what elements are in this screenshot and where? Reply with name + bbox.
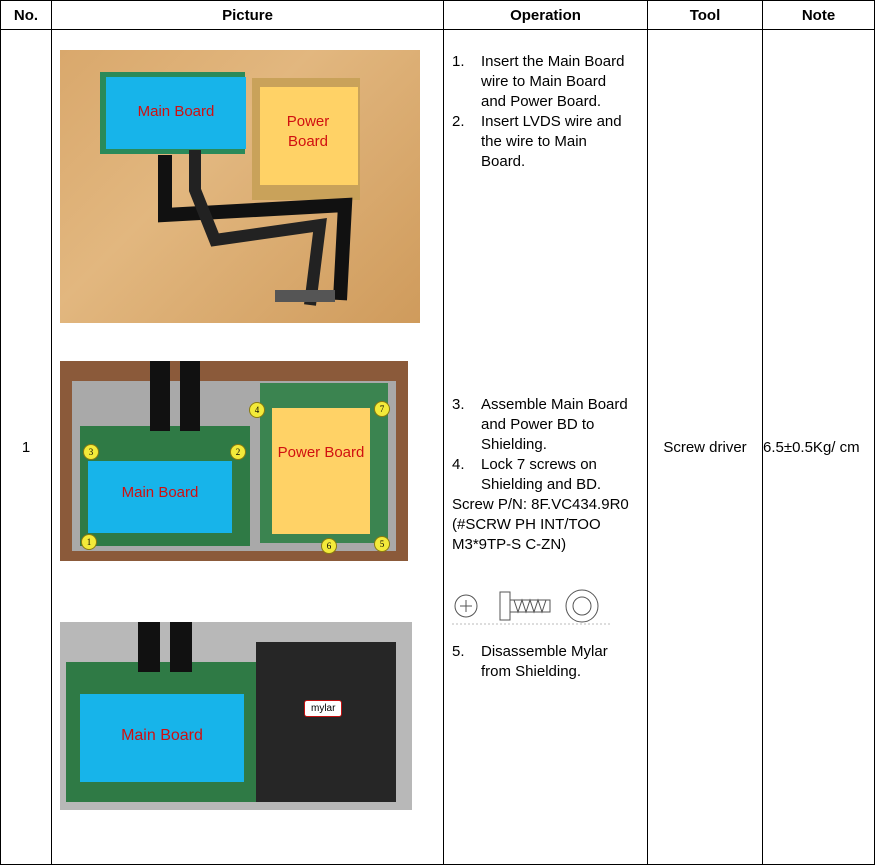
screw-marker-3: 3 — [83, 444, 99, 460]
operation-step-1: 1. Insert the Main Board wire to Main Bo… — [452, 53, 625, 110]
operation-step-5: 5. Disassemble Mylar from Shielding. — [452, 643, 608, 680]
tool-cell: Screw driver — [647, 29, 763, 865]
screw-marker-5: 5 — [374, 536, 390, 552]
operation-step-4: 4. Lock 7 screws on Shielding and BD. — [452, 456, 602, 493]
screw-marker-4: 4 — [249, 402, 265, 418]
main-board-label: Main Board — [121, 727, 203, 744]
operation-step-2: 2. Insert LVDS wire and the wire to Main… — [452, 113, 622, 170]
picture-cell: Main Board Power Board Main Board Power … — [51, 29, 444, 865]
header-no: No. — [0, 0, 52, 30]
operation-step-3: 3. Assemble Main Board and Power BD to S… — [452, 396, 628, 453]
operation-steps-3-4: 3. Assemble Main Board and Power BD to S… — [452, 395, 631, 495]
step-row: 1 Main Board Power Board — [0, 29, 875, 865]
header-tool: Tool — [647, 0, 763, 30]
screw-marker-1: 1 — [81, 534, 97, 550]
step-number: 1 — [0, 29, 52, 865]
mylar-callout: mylar — [304, 700, 343, 717]
screw-marker-6: 6 — [321, 538, 337, 554]
operation-steps-1-2: 1. Insert the Main Board wire to Main Bo… — [452, 52, 631, 172]
photo-shielding-screws: Main Board Power Board 1 2 3 4 5 6 7 — [60, 361, 408, 561]
power-board-overlay — [272, 408, 370, 534]
header-picture: Picture — [51, 0, 444, 30]
main-board-overlay — [80, 694, 244, 782]
screw-part-number: Screw P/N: 8F.VC434.9R0 (#SCRW PH INT/TO… — [452, 496, 629, 553]
header-operation: Operation — [443, 0, 648, 30]
screw-drawing-icon — [452, 589, 612, 625]
main-board-label: Main Board — [121, 484, 199, 501]
main-board-label: Main Board — [137, 103, 215, 120]
photo-mylar-removal: Main Board mylar — [60, 622, 412, 810]
main-board-overlay — [106, 77, 246, 149]
header-row: No. Picture Operation Tool Note — [0, 0, 875, 30]
note-cell: 6.5±0.5Kg/ cm — [762, 29, 875, 865]
operation-cell: 1. Insert the Main Board wire to Main Bo… — [443, 29, 648, 865]
photo-boards-wiring: Main Board Power Board — [60, 50, 420, 323]
screw-marker-7: 7 — [374, 401, 390, 417]
power-board-label: Power Board — [286, 113, 330, 150]
screw-marker-2: 2 — [230, 444, 246, 460]
power-board-overlay — [260, 87, 358, 185]
header-note: Note — [762, 0, 875, 30]
power-board-label: Power Board — [277, 444, 365, 461]
operation-step-5-block: 5. Disassemble Mylar from Shielding. — [452, 642, 631, 682]
main-board-overlay — [88, 461, 232, 533]
